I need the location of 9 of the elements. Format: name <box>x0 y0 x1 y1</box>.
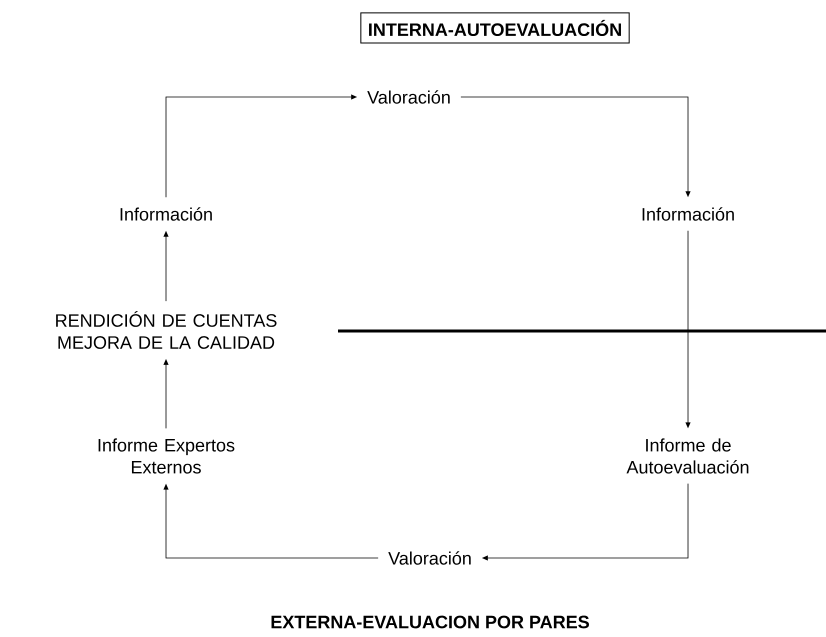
step-label: Informe Expertos Externos <box>98 438 234 474</box>
step-label: Información <box>120 207 212 221</box>
step-label: Información <box>642 207 734 221</box>
outcome-label: RENDICIÓN DE CUENTAS MEJORA DE LA CALIDAD <box>56 311 277 349</box>
step-label: Valoración <box>388 551 471 565</box>
step-label: Informe de Autoevaluación <box>626 438 748 474</box>
step-label: Valoración <box>367 90 450 104</box>
footer-heading: EXTERNA-EVALUACION POR PARES <box>272 616 589 628</box>
heading-box: INTERNA-AUTOEVALUACIÓN <box>360 12 630 44</box>
